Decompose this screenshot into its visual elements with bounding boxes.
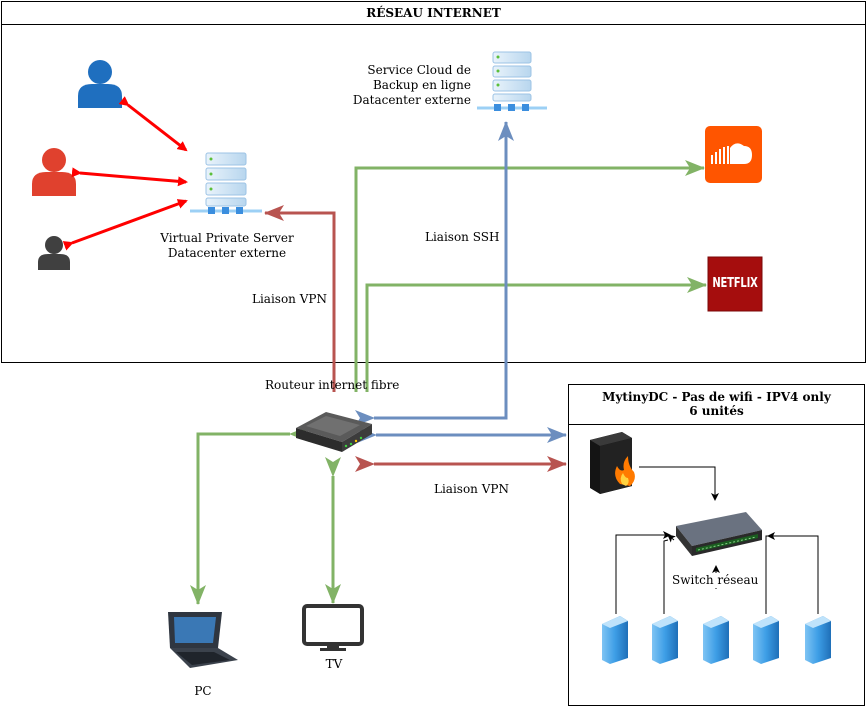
datacenter-zone-title: MytinyDC - Pas de wifi - IPV4 only 6 uni… xyxy=(569,390,864,418)
laptop-icon xyxy=(168,612,238,668)
backup-server-label-line3: Datacenter externe xyxy=(352,93,471,107)
router-icon xyxy=(296,412,372,452)
user-icon xyxy=(38,236,70,270)
switch-icon xyxy=(676,512,762,556)
user-icon xyxy=(32,148,76,196)
rack-server-icon xyxy=(602,616,628,664)
lan-link-netflix xyxy=(365,277,707,392)
internet-zone-title-divider xyxy=(2,24,865,25)
vps-label-line2: Datacenter externe xyxy=(167,246,287,260)
tv-icon xyxy=(302,604,364,651)
rack-server-icon xyxy=(652,616,678,664)
soundcloud-icon xyxy=(705,126,762,183)
switch-label: Switch réseau xyxy=(672,573,759,588)
datacenter-zone-title-line1: MytinyDC - Pas de wifi - IPV4 only xyxy=(602,390,831,404)
rack-server-icon xyxy=(753,616,779,664)
rack-server-icon xyxy=(805,616,831,664)
vpn-link-vps-label: Liaison VPN xyxy=(252,292,327,307)
backup-server-label-line2: Backup en ligne xyxy=(372,78,471,92)
vpn-link-vps xyxy=(264,205,336,392)
backup-server-label-line1: Service Cloud de xyxy=(367,63,471,77)
ssh-link-backup xyxy=(355,121,514,426)
vps-label-line1: Virtual Private Server xyxy=(160,231,294,245)
user-vps-links xyxy=(62,96,188,251)
lan-link-pc xyxy=(190,426,309,605)
router-label: Routeur internet fibre xyxy=(265,378,400,392)
user-icon xyxy=(78,60,122,108)
pc-label: PC xyxy=(194,684,212,698)
lan-link-soundcloud xyxy=(354,160,705,392)
backup-server-label: Service Cloud de Backup en ligne Datacen… xyxy=(330,63,471,108)
tv-label: TV xyxy=(325,657,343,671)
rack-server-icon xyxy=(703,616,729,664)
netflix-icon xyxy=(707,256,763,312)
server-icon xyxy=(190,152,262,214)
netflix-logo-text: NETFLIX xyxy=(712,276,758,291)
vps-label: Virtual Private Server Datacenter extern… xyxy=(146,231,308,261)
internet-zone-title: RÉSEAU INTERNET xyxy=(366,6,501,20)
ssh-link-label: Liaison SSH xyxy=(425,230,500,245)
server-icon xyxy=(477,51,547,111)
vpn-link-datacenter-label: Liaison VPN xyxy=(434,482,509,496)
firewall-icon xyxy=(590,432,635,494)
datacenter-zone-title-line2: 6 unités xyxy=(689,404,744,418)
datacenter-zone-title-divider xyxy=(569,424,864,425)
